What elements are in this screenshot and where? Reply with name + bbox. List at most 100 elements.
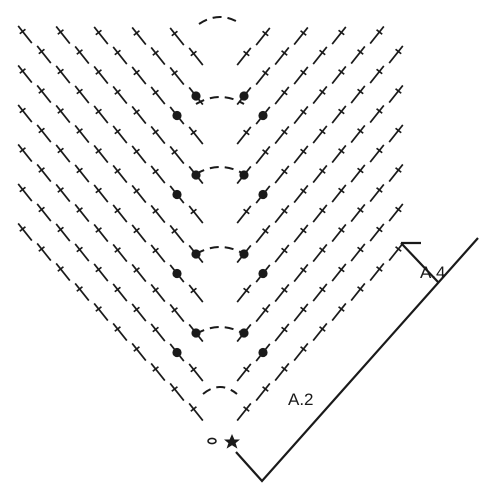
treble-crochet-icon: [169, 382, 185, 402]
treble-crochet-icon: [369, 262, 385, 282]
treble-crochet-icon: [150, 46, 166, 66]
treble-crochet-icon: [369, 65, 385, 84]
treble-crochet-icon: [312, 322, 328, 342]
treble-crochet-icon: [188, 205, 204, 224]
post-stitch-icon: [169, 264, 185, 283]
post-stitch-icon: [169, 185, 185, 204]
treble-crochet-icon: [169, 224, 185, 244]
treble-crochet-icon: [312, 283, 328, 302]
treble-crochet-icon: [274, 323, 290, 342]
treble-crochet-icon: [169, 303, 185, 323]
treble-crochet-icon: [274, 204, 290, 224]
post-stitch-icon: [169, 343, 185, 362]
treble-crochet-icon: [150, 362, 166, 382]
treble-crochet-icon: [274, 362, 290, 382]
treble-crochet-icon: [131, 263, 147, 283]
chain-arc-icon: [198, 16, 242, 25]
treble-crochet-icon: [350, 85, 366, 104]
treble-crochet-icon: [331, 184, 347, 203]
treble-crochet-icon: [255, 303, 271, 323]
treble-crochet-icon: [74, 243, 90, 262]
treble-crochet-icon: [236, 402, 252, 422]
treble-crochet-icon: [388, 242, 404, 262]
star-icon: [224, 434, 240, 449]
treble-crochet-icon: [331, 302, 347, 322]
chain-arc-icon: [202, 386, 238, 395]
treble-crochet-icon: [274, 244, 290, 263]
treble-crochet-icon: [350, 164, 366, 183]
treble-crochet-icon: [74, 203, 90, 223]
treble-crochet-icon: [17, 25, 33, 44]
treble-crochet-icon: [293, 145, 309, 164]
treble-crochet-icon: [131, 66, 147, 85]
chain-arc-icon: [195, 96, 245, 105]
post-stitch-icon: [255, 185, 271, 204]
treble-crochet-icon: [93, 223, 109, 243]
treble-crochet-icon: [55, 25, 71, 45]
treble-crochet-icon: [74, 124, 90, 144]
treble-crochet-icon: [112, 204, 128, 223]
treble-crochet-icon: [274, 283, 290, 303]
treble-crochet-icon: [388, 45, 404, 64]
treble-crochet-icon: [150, 125, 166, 145]
treble-crochet-icon: [74, 164, 90, 183]
treble-crochet-icon: [293, 263, 309, 283]
treble-crochet-icon: [131, 224, 147, 243]
treble-crochet-icon: [236, 47, 252, 66]
post-stitch-icon: [169, 106, 185, 125]
treble-crochet-icon: [131, 342, 147, 362]
stitch-layer: [17, 25, 404, 422]
chain-stitch-icon: [207, 437, 217, 445]
treble-crochet-icon: [150, 283, 166, 303]
treble-crochet-icon: [36, 203, 52, 222]
treble-crochet-icon: [17, 222, 33, 242]
post-stitch-icon: [188, 165, 204, 185]
treble-crochet-icon: [312, 164, 328, 184]
post-stitch-icon: [255, 106, 271, 125]
treble-crochet-icon: [255, 27, 271, 46]
treble-crochet-icon: [312, 204, 328, 223]
treble-crochet-icon: [369, 223, 385, 242]
treble-crochet-icon: [255, 382, 271, 402]
treble-crochet-icon: [312, 46, 328, 65]
treble-crochet-icon: [255, 145, 271, 165]
treble-crochet-icon: [236, 363, 252, 382]
treble-crochet-icon: [236, 205, 252, 224]
treble-crochet-icon: [369, 183, 385, 203]
treble-crochet-icon: [150, 244, 166, 263]
treble-crochet-icon: [150, 86, 166, 105]
label-a4: A.4: [420, 263, 446, 282]
chain-arc-icon: [195, 246, 245, 255]
treble-crochet-icon: [350, 203, 366, 223]
treble-crochet-icon: [388, 203, 404, 222]
treble-crochet-icon: [169, 66, 185, 86]
treble-crochet-icon: [274, 86, 290, 105]
treble-crochet-icon: [331, 26, 347, 45]
treble-crochet-icon: [150, 204, 166, 224]
treble-crochet-icon: [331, 223, 347, 243]
post-stitch-icon: [255, 343, 271, 362]
treble-crochet-icon: [55, 183, 71, 203]
treble-crochet-icon: [36, 242, 52, 262]
treble-crochet-icon: [293, 26, 309, 46]
treble-crochet-icon: [36, 163, 52, 183]
treble-crochet-icon: [293, 303, 309, 322]
treble-crochet-icon: [369, 25, 385, 45]
post-stitch-icon: [236, 165, 252, 185]
treble-crochet-icon: [112, 243, 128, 263]
treble-crochet-icon: [93, 302, 109, 322]
treble-crochet-icon: [93, 184, 109, 203]
treble-crochet-icon: [36, 124, 52, 143]
treble-crochet-icon: [131, 26, 147, 46]
treble-crochet-icon: [188, 126, 204, 145]
treble-crochet-icon: [293, 224, 309, 243]
treble-crochet-icon: [274, 125, 290, 145]
treble-crochet-icon: [131, 105, 147, 125]
treble-crochet-icon: [55, 65, 71, 84]
treble-crochet-icon: [312, 85, 328, 105]
treble-crochet-icon: [55, 104, 71, 124]
treble-crochet-icon: [331, 144, 347, 164]
treble-crochet-icon: [93, 65, 109, 85]
treble-crochet-icon: [17, 64, 33, 84]
treble-crochet-icon: [17, 143, 33, 163]
